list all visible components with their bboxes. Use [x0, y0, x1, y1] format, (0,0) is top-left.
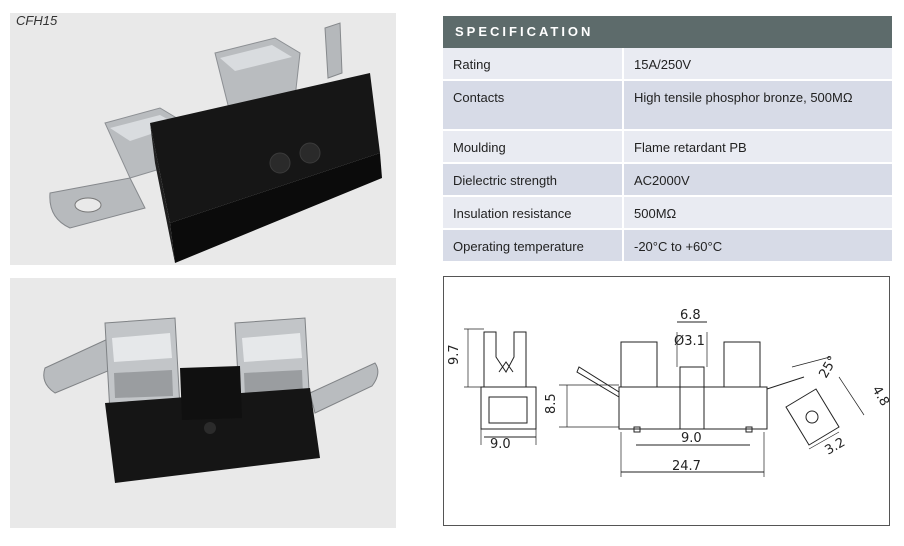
technical-drawing: 9.0 9.7 6.8 Ø3.1 8.5 9.0 24.7: [443, 276, 892, 526]
table-row: Moulding Flame retardant PB: [443, 131, 892, 164]
overall-width-label: 24.7: [672, 459, 701, 474]
spec-label: Operating temperature: [443, 230, 624, 263]
side-height-label: 9.7: [447, 344, 462, 365]
tab-length-label: 4.8: [869, 384, 889, 409]
hole-label: Ø3.1: [674, 334, 705, 349]
spec-value: -20°C to +60°C: [624, 230, 892, 263]
tab-detail: [785, 356, 865, 450]
fuse-holder-front-image: [43, 317, 379, 483]
spec-value: AC2000V: [624, 164, 892, 197]
fuse-holder-angled-image: [49, 22, 382, 263]
spec-label: Contacts: [443, 81, 624, 131]
specification-table: Rating 15A/250V Contacts High tensile ph…: [443, 48, 892, 263]
spec-value: 15A/250V: [624, 48, 892, 81]
specification-panel: SPECIFICATION Rating 15A/250V Contacts H…: [443, 16, 892, 263]
dimension-drawing: 9.0 9.7 6.8 Ø3.1 8.5 9.0 24.7: [447, 308, 892, 477]
spec-label: Moulding: [443, 131, 624, 164]
table-row: Rating 15A/250V: [443, 48, 892, 81]
table-row: Insulation resistance 500MΩ: [443, 197, 892, 230]
spec-value: High tensile phosphor bronze, 500MΩ: [624, 81, 892, 131]
spec-value: 500MΩ: [624, 197, 892, 230]
product-photo-top: [10, 13, 396, 265]
spec-label: Insulation resistance: [443, 197, 624, 230]
tab-width-label: 3.2: [823, 435, 848, 458]
product-photo-bottom: [10, 278, 396, 528]
spec-label: Rating: [443, 48, 624, 81]
table-row: Operating temperature -20°C to +60°C: [443, 230, 892, 263]
table-row: Contacts High tensile phosphor bronze, 5…: [443, 81, 892, 131]
front-view: [559, 321, 805, 477]
front-height-label: 8.5: [544, 393, 559, 414]
angle-label: 25°: [816, 354, 841, 381]
spec-label: Dielectric strength: [443, 164, 624, 197]
specification-header: SPECIFICATION: [443, 16, 892, 48]
spec-value: Flame retardant PB: [624, 131, 892, 164]
side-view: [464, 328, 537, 445]
inner-width-label: 9.0: [681, 431, 702, 446]
gap-label: 6.8: [680, 308, 701, 323]
table-row: Dielectric strength AC2000V: [443, 164, 892, 197]
model-label: CFH15: [16, 13, 58, 28]
side-width-label: 9.0: [490, 437, 511, 452]
